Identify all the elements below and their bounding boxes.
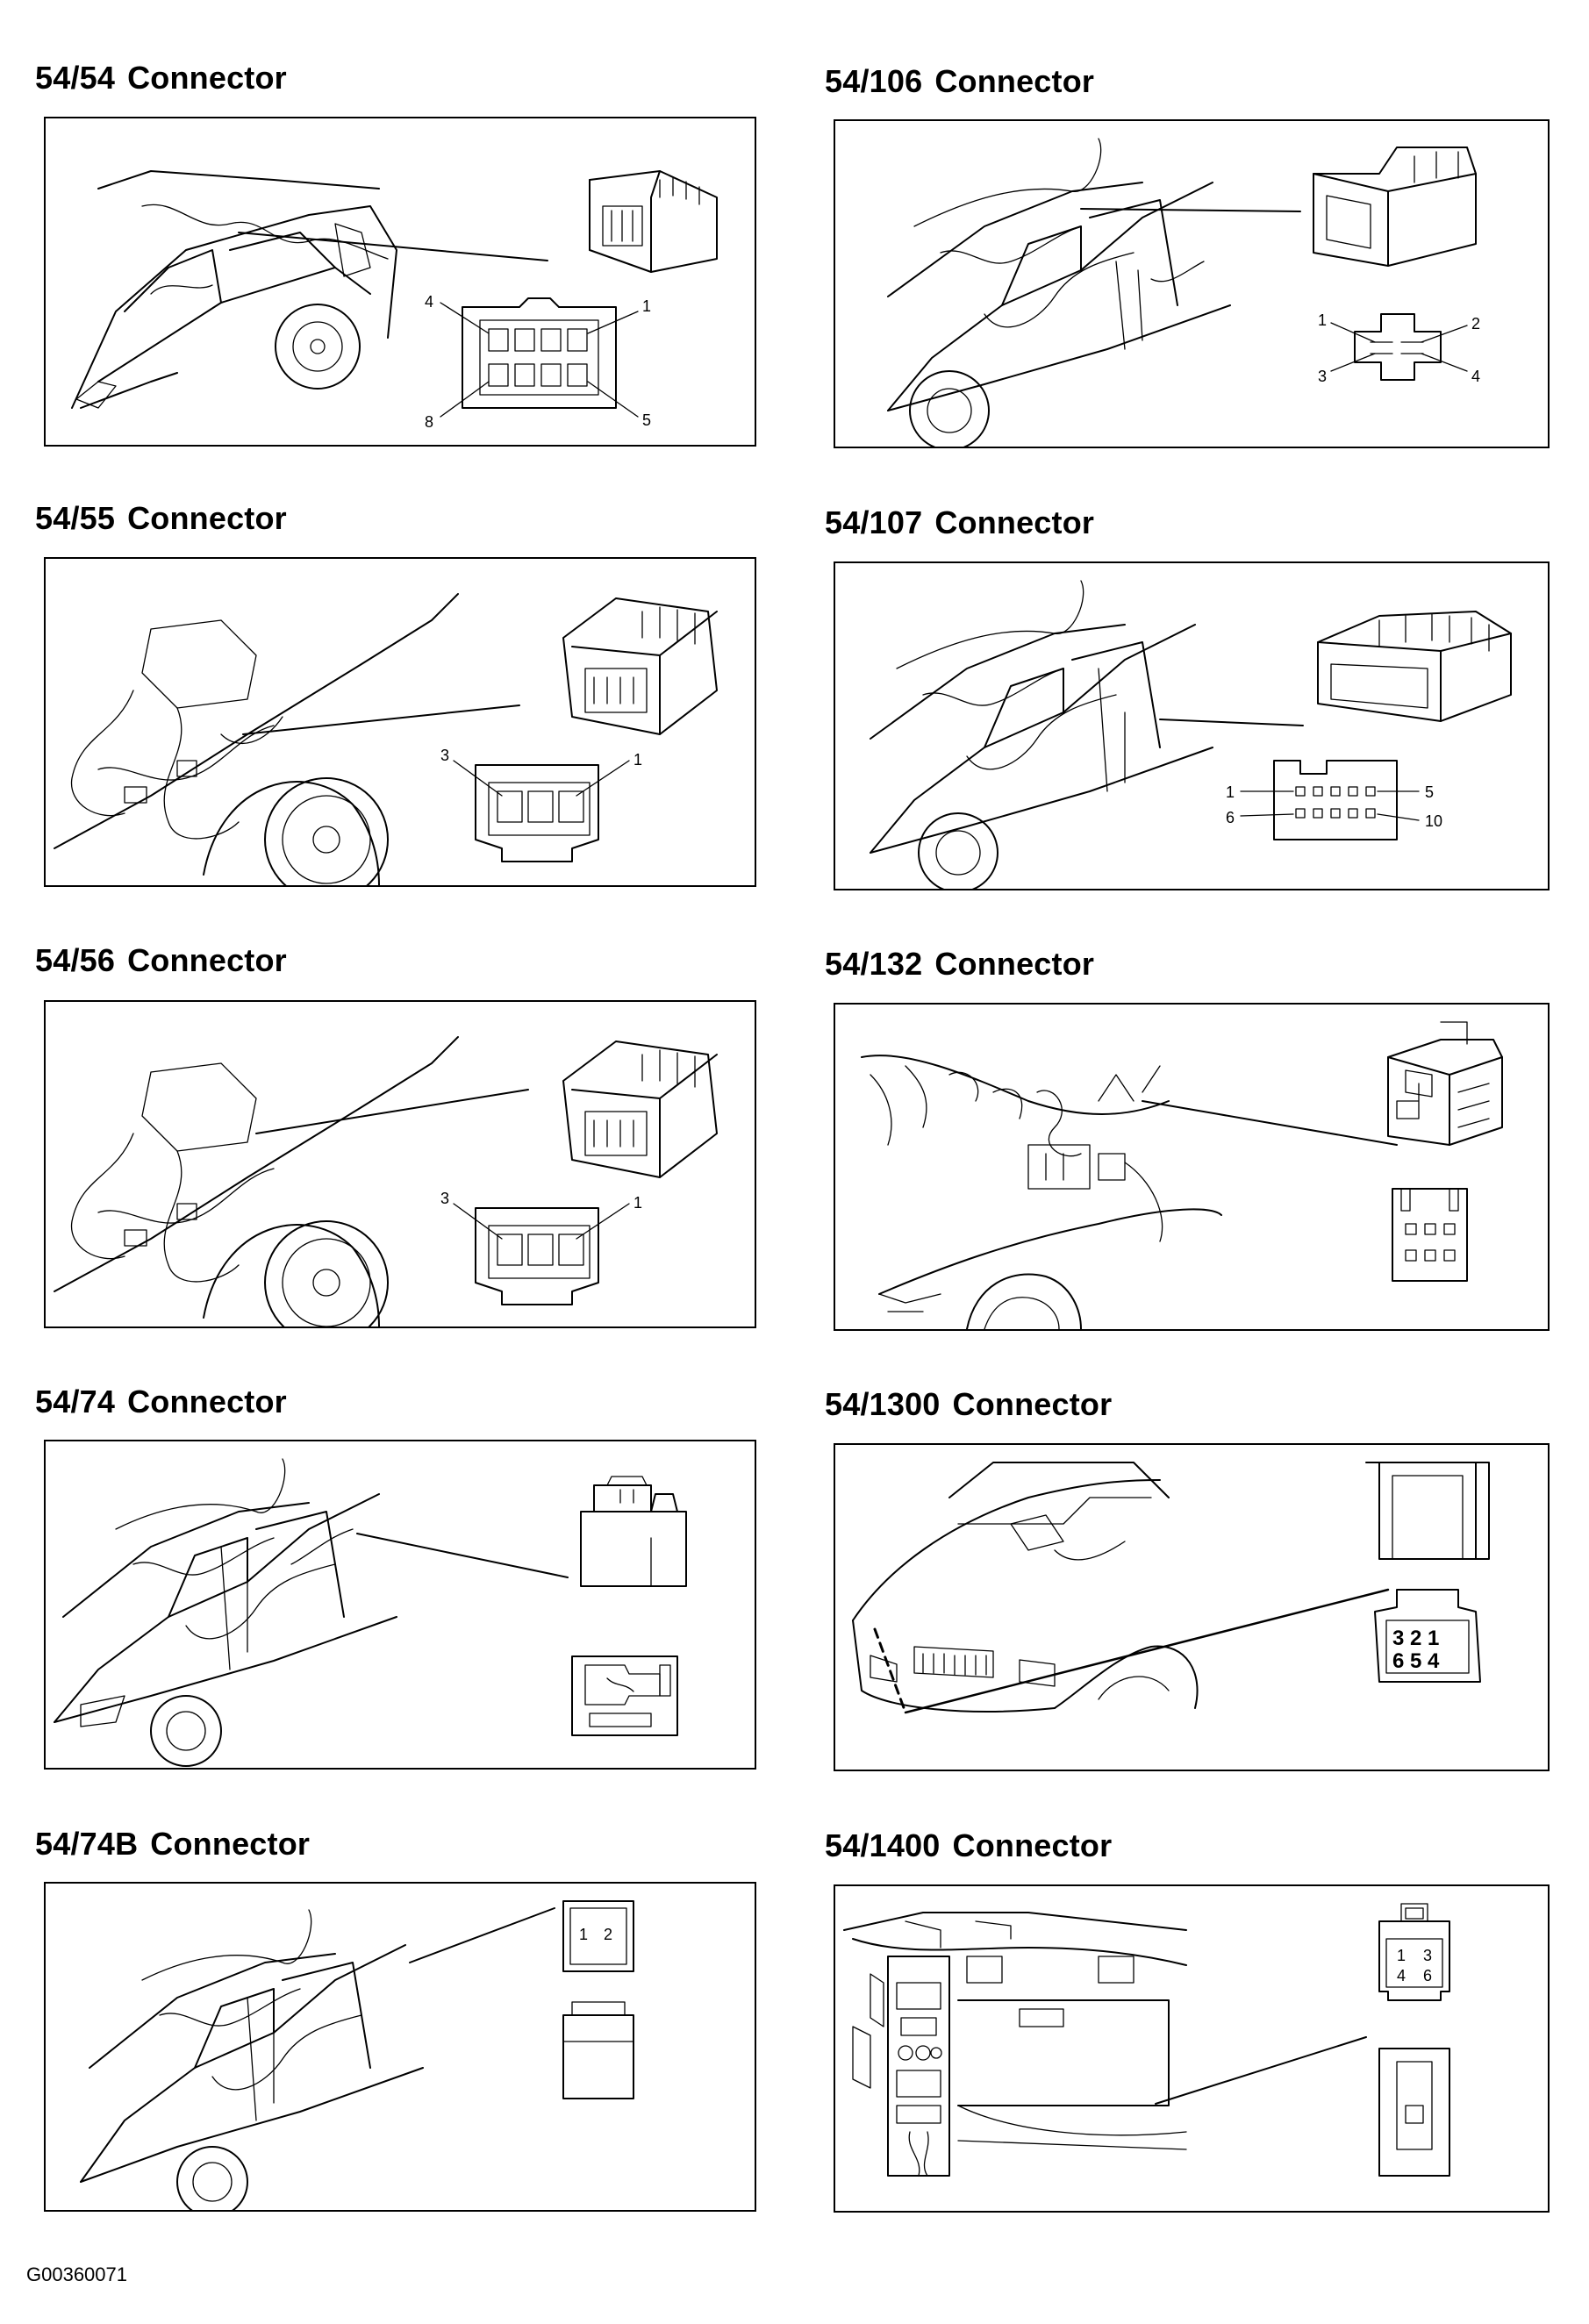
connector-housing-54-74 — [580, 1476, 687, 1587]
pin-label: 3 — [1423, 1947, 1432, 1964]
connector-diagram-54-74 — [54, 1458, 687, 1767]
leader-line — [1080, 208, 1301, 212]
connector-side-54-74b — [562, 2001, 634, 2099]
vehicle-drawing — [54, 593, 459, 885]
pin-label: 6 — [1423, 1967, 1432, 1984]
pin-label: 2 — [1471, 315, 1480, 333]
vehicle-drawing — [887, 138, 1231, 447]
pin-label: 8 — [425, 413, 433, 431]
connector-diagram-54-56: 3 1 — [54, 1036, 718, 1326]
connector-face-54-1400: 1 3 4 6 — [1378, 1903, 1450, 2001]
leader-line — [356, 1533, 569, 1578]
pin-label: 3 — [440, 1190, 449, 1207]
figure-reference-code: G00360071 — [26, 2263, 127, 2285]
diagram-panel-54-132 — [834, 1003, 1550, 1331]
connector-top-54-74b: 1 2 — [562, 1900, 634, 1972]
pin-label: 4 — [1471, 368, 1480, 385]
pin-label: 1 — [1226, 783, 1235, 801]
connector-diagram-54-74b: 1 2 — [80, 1900, 634, 2210]
dashboard-drawing — [843, 1912, 1187, 2177]
pin-label: 10 — [1425, 812, 1442, 830]
pin-label: 3 — [1318, 368, 1327, 385]
vehicle-drawing — [54, 1036, 459, 1326]
leader-line — [1159, 719, 1304, 726]
connector-diagram-54-1300: 3 2 1 6 5 4 — [852, 1462, 1490, 1714]
pin-row-top: 3 2 1 — [1392, 1627, 1439, 1650]
connector-face-54-74 — [571, 1655, 678, 1736]
vehicle-drawing — [861, 1055, 1222, 1329]
leader-line — [904, 1588, 1390, 1714]
connector-diagram-54-107: 1 5 6 10 — [870, 580, 1512, 889]
diagram-panel-54-74b: 1 2 — [44, 1882, 756, 2212]
pin-label: 4 — [1397, 1967, 1406, 1984]
connector-face-54-56: 3 1 — [440, 1190, 642, 1305]
connector-diagram-54-1400: 1 3 4 6 — [843, 1903, 1450, 2177]
connector-face-54-132 — [1392, 1188, 1468, 1282]
vehicle-drawing — [54, 1458, 397, 1767]
connector-face-54-54: 4 1 8 5 — [425, 293, 651, 431]
connector-face-54-1300: 3 2 1 6 5 4 — [1374, 1589, 1481, 1683]
diagram-panel-54-1300: 3 2 1 6 5 4 — [834, 1443, 1550, 1771]
connector-housing-54-55 — [562, 597, 718, 735]
pin-label: 1 — [633, 1194, 642, 1212]
connector-housing-54-1300 — [1365, 1462, 1490, 1560]
connector-housing-54-54 — [589, 170, 718, 273]
connector-diagram-54-55: 3 1 — [54, 593, 718, 885]
leader-line — [409, 1907, 555, 1963]
vehicle-drawing — [870, 580, 1213, 889]
connector-housing-54-56 — [562, 1040, 718, 1178]
leader-line — [242, 704, 520, 735]
connector-face-54-107: 1 5 6 10 — [1226, 760, 1442, 840]
leader-line — [238, 232, 548, 261]
diagram-panel-54-54: 4 1 8 5 — [44, 117, 756, 447]
pin-label: 6 — [1226, 809, 1235, 826]
vehicle-drawing — [852, 1462, 1199, 1713]
connector-diagram-54-106: 1 2 3 4 — [887, 138, 1480, 447]
pin-label: 1 — [1318, 311, 1327, 329]
pin-label: 3 — [440, 747, 449, 764]
pin-label: 1 — [633, 751, 642, 769]
connector-face-54-55: 3 1 — [440, 747, 642, 862]
leader-dashed-line — [873, 1627, 907, 1714]
diagram-panel-54-1400: 1 3 4 6 — [834, 1884, 1550, 2213]
pin-label: 5 — [642, 411, 651, 429]
leader-line — [255, 1089, 529, 1134]
diagram-panel-54-56: 3 1 — [44, 1000, 756, 1328]
leader-line — [1155, 2036, 1367, 2105]
connector-side-54-1400 — [1378, 2048, 1450, 2177]
connector-housing-54-132 — [1387, 1021, 1503, 1146]
diagram-panel-54-55: 3 1 — [44, 557, 756, 887]
vehicle-drawing — [71, 170, 397, 409]
vehicle-drawing — [80, 1909, 424, 2210]
pin-label: 1 — [1397, 1947, 1406, 1964]
pin-label: 4 — [425, 293, 433, 311]
diagram-panel-54-74 — [44, 1440, 756, 1770]
pin-label: 5 — [1425, 783, 1434, 801]
leader-line — [1142, 1100, 1398, 1146]
connector-housing-54-107 — [1317, 611, 1512, 722]
pin-label: 1 — [642, 297, 651, 315]
pin-row-bottom: 6 5 4 — [1392, 1649, 1440, 1673]
diagram-panel-54-107: 1 5 6 10 — [834, 561, 1550, 890]
connector-housing-54-106 — [1313, 147, 1477, 267]
connector-face-54-106: 1 2 3 4 — [1318, 311, 1480, 385]
connector-diagram-54-54: 4 1 8 5 — [71, 170, 718, 431]
diagram-panel-54-106: 1 2 3 4 — [834, 119, 1550, 448]
pin-label: 1 — [579, 1926, 588, 1943]
connector-diagram-54-132 — [861, 1021, 1503, 1329]
pin-label: 2 — [604, 1926, 612, 1943]
